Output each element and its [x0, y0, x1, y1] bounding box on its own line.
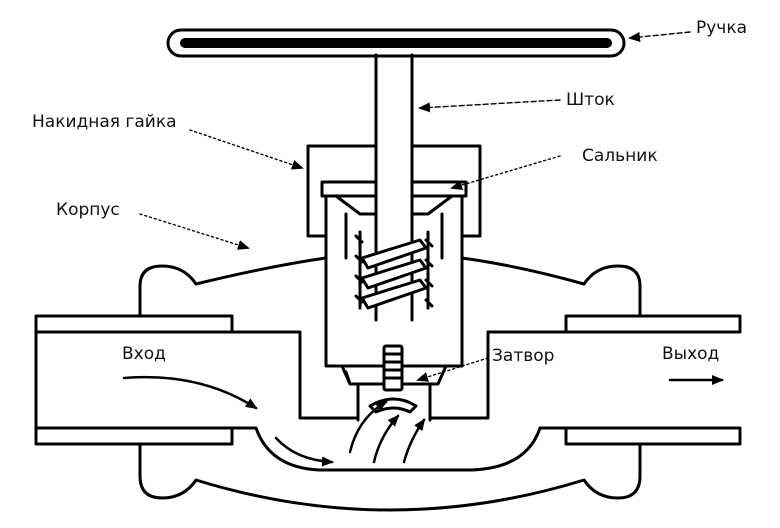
gland	[320, 180, 468, 198]
leader-lines	[139, 31, 691, 382]
valve-body	[138, 256, 328, 322]
inlet-pipe	[34, 314, 234, 334]
label-outlet: Выход	[662, 344, 720, 364]
label-stem: Шток	[566, 90, 615, 110]
label-union-nut: Накидная гайка	[32, 112, 177, 132]
handle-bar-inner	[180, 38, 612, 48]
stem-thread	[354, 230, 434, 310]
union-nut	[306, 144, 378, 238]
bonnet-neck	[324, 234, 464, 260]
label-inlet: Вход	[122, 344, 166, 364]
inner-channel	[230, 330, 568, 472]
label-gland: Сальник	[582, 146, 658, 166]
flow-arrows	[122, 375, 724, 467]
outlet-pipe	[564, 314, 742, 334]
label-handle: Ручка	[696, 18, 748, 38]
label-body: Корпус	[56, 200, 120, 220]
label-gate: Затвор	[492, 346, 555, 366]
